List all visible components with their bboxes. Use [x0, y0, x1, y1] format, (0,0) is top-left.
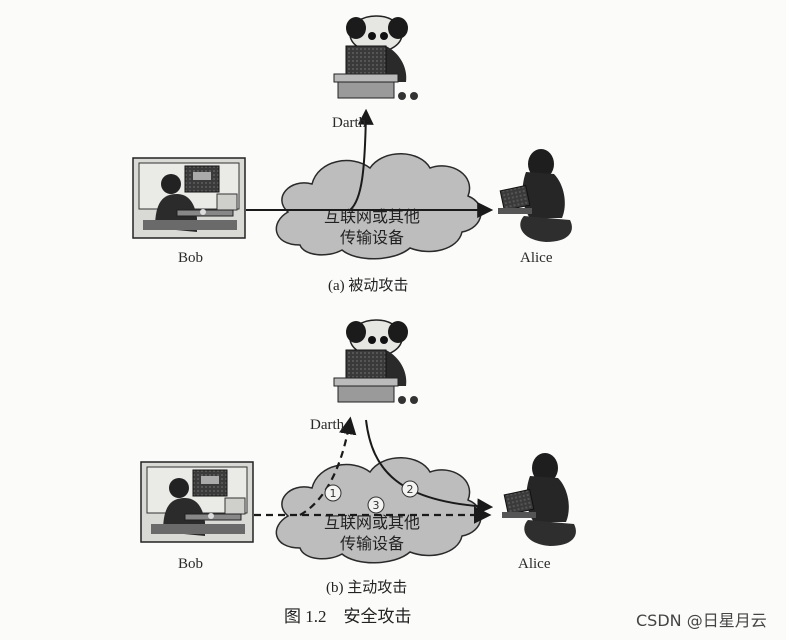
figure-caption: 图 1.2 安全攻击 — [284, 607, 412, 626]
alice-label: Alice — [520, 250, 553, 266]
dashed-bob-to-darth-arrow — [299, 416, 357, 516]
darth-label: Darth — [332, 115, 367, 131]
darth-label: Darth — [310, 417, 345, 433]
svg-text:1: 1 — [330, 487, 337, 500]
svg-text:2: 2 — [407, 483, 414, 496]
bob-label: Bob — [178, 556, 203, 572]
svg-text:3: 3 — [373, 499, 380, 512]
darth-to-alice-arrow — [365, 419, 494, 515]
cloud-label-line2: 传输设备 — [340, 228, 404, 247]
bob-workstation-illustration — [140, 461, 254, 543]
darth-illustration — [333, 319, 418, 404]
watermark: CSDN @日星月云 — [636, 611, 767, 630]
bob-workstation-illustration — [132, 157, 246, 239]
passive-attack-caption: (a) 被动攻击 — [328, 277, 408, 294]
panel-passive-attack: 互联网或其他 传输设备 — [132, 15, 572, 294]
cloud-label-line2: 传输设备 — [340, 534, 404, 553]
cloud-label-line1: 互联网或其他 — [324, 207, 420, 226]
darth-illustration — [333, 15, 418, 100]
bob-label: Bob — [178, 250, 203, 266]
alice-label: Alice — [518, 556, 551, 572]
alice-illustration — [502, 453, 576, 546]
path-marker-1: 1 — [324, 484, 342, 502]
cloud-label-line1: 互联网或其他 — [324, 513, 420, 532]
network-cloud — [275, 153, 482, 260]
alice-illustration — [498, 149, 572, 242]
panel-active-attack: 互联网或其他 传输设备 — [140, 319, 576, 596]
path-marker-3: 3 — [367, 496, 385, 514]
eavesdrop-arrow — [349, 108, 374, 211]
active-attack-caption: (b) 主动攻击 — [326, 579, 407, 596]
path-marker-2: 2 — [401, 480, 419, 498]
